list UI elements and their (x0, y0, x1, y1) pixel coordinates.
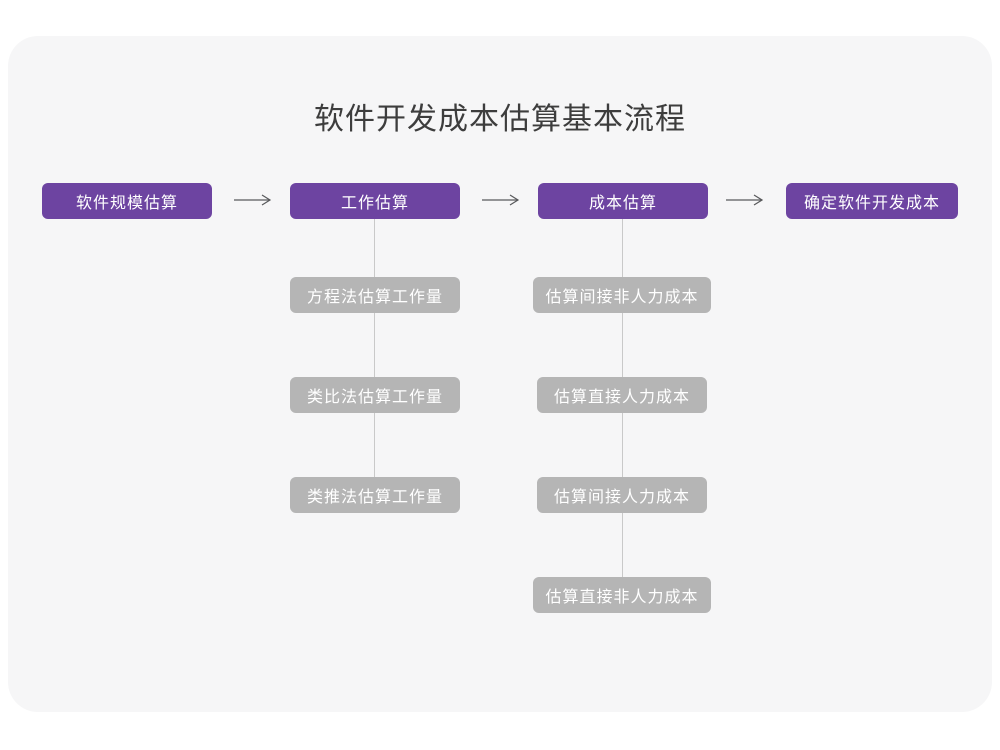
arrow-right-icon (482, 194, 520, 206)
diagram-card (8, 36, 992, 712)
flow-node-determine-dev-cost: 确定软件开发成本 (786, 183, 958, 219)
sub-node-analogy-method: 类比法估算工作量 (290, 377, 460, 413)
sub-node-indirect-nonlabor-cost: 估算间接非人力成本 (533, 277, 711, 313)
flow-node-cost-estimation: 成本估算 (538, 183, 708, 219)
flow-node-software-scale-estimation: 软件规模估算 (42, 183, 212, 219)
arrow-right-icon (234, 194, 272, 206)
sub-node-direct-labor-cost: 估算直接人力成本 (537, 377, 707, 413)
diagram-title: 软件开发成本估算基本流程 (314, 103, 686, 136)
sub-node-extrapolation-method: 类推法估算工作量 (290, 477, 460, 513)
sub-node-direct-nonlabor-cost: 估算直接非人力成本 (533, 577, 711, 613)
sub-node-indirect-labor-cost: 估算间接人力成本 (537, 477, 707, 513)
sub-node-equation-method: 方程法估算工作量 (290, 277, 460, 313)
connector-line-work-column (374, 219, 375, 478)
arrow-right-icon (726, 194, 764, 206)
flow-node-work-estimation: 工作估算 (290, 183, 460, 219)
